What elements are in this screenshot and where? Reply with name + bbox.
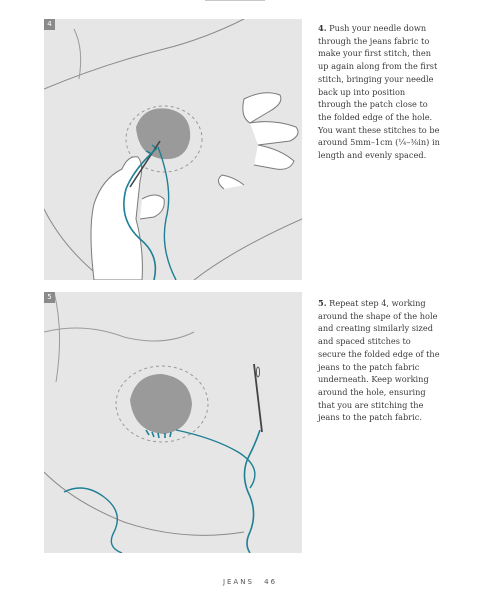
step-body: Push your needle down through the jeans …	[318, 23, 440, 161]
footer-section: JEANS	[222, 578, 254, 586]
step-5-illustration	[44, 292, 263, 553]
step-body: Repeat step 4, working around the shape …	[318, 298, 440, 423]
step-number: 5.	[318, 298, 327, 308]
page-footer: JEANS 46	[0, 578, 500, 586]
step-badge: 4	[44, 19, 55, 30]
page-number: 46	[264, 578, 278, 586]
step-number: 4.	[318, 23, 327, 33]
illustration-panel-step-5: 5	[44, 292, 302, 553]
illustration-panel-step-4: 4	[44, 19, 302, 280]
step-badge: 5	[44, 292, 55, 303]
top-rule	[205, 0, 265, 1]
step-4-illustration	[44, 19, 302, 280]
step-4-instructions: 4. Push your needle down through the jea…	[318, 22, 440, 162]
step-5-instructions: 5. Repeat step 4, working around the sha…	[318, 297, 440, 424]
